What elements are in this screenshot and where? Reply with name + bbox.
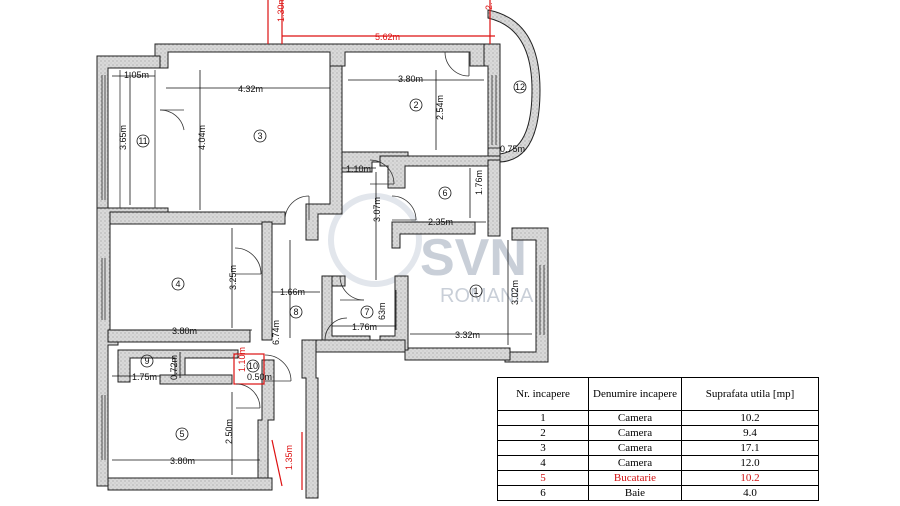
table-row: 1 Camera 10.2 [497,410,819,426]
room-6-label: 6 [442,188,447,198]
dim-254: 2.54m [435,95,445,120]
dim-072: 0.72m [169,355,179,380]
table-row: 6 Baie 4.0 [497,485,819,501]
header-area: Suprafata utila [mp] [681,377,819,411]
header-name: Denumire incapere [588,377,682,411]
room-number-labels: 1 2 3 4 5 6 7 8 9 10 11 12 [138,82,525,439]
doors [159,51,470,409]
dim-050: 0.50m [247,372,272,382]
table-header-row: Nr. incapere Denumire incapere Suprafata… [497,377,819,411]
cell-area: 4.0 [681,485,819,501]
cell-nr: 1 [497,410,589,426]
cell-nr: 4 [497,455,589,471]
watermark-brand: SVN [420,229,527,287]
dim-175: 1.75m [132,372,157,382]
dim-302: 3.02m [510,280,520,305]
dim-250: 2.50m [224,419,234,444]
windows [101,70,545,460]
dim-380-mid: 3.80m [172,326,197,336]
room-9-label: 9 [144,356,149,366]
room-1-label: 1 [473,286,478,296]
dim-176v: 1.76m [474,170,484,195]
dim-380-top: 3.80m [398,74,423,84]
cell-nr: 3 [497,440,589,456]
dimension-lines [112,70,532,475]
cell-area: 10.2 [681,470,819,486]
dim-404: 4.04m [197,125,207,150]
dim-110: 1.10m [346,164,371,174]
room-12-label: 12 [515,82,525,92]
dim-562: 5.62m [375,32,400,42]
dim-325: 3.25m [228,265,238,290]
room-8-label: 8 [293,307,298,317]
cell-nr: 5 [497,470,589,486]
cell-area: 12.0 [681,455,819,471]
room-3-label: 3 [257,131,262,141]
cell-name: Bucatarie [588,470,682,486]
dim-380-bot: 3.80m [170,456,195,466]
cell-area: 9.4 [681,425,819,441]
cell-name: Camera [588,440,682,456]
dim-332: 3.32m [455,330,480,340]
dim-163: 63m [377,302,387,320]
cell-name: Camera [588,410,682,426]
table-row: 2 Camera 9.4 [497,425,819,441]
dim-674: 6.74m [271,320,281,345]
cell-nr: 6 [497,485,589,501]
room-5-label: 5 [179,429,184,439]
dim-235: 2.35m [428,217,453,227]
dim-110s: 1.10m [237,347,247,372]
dim-166: 1.66m [280,287,305,297]
cell-area: 10.2 [681,410,819,426]
table-row: 4 Camera 12.0 [497,455,819,471]
room-area-table: Nr. incapere Denumire incapere Suprafata… [497,377,819,501]
dim-130: 1.30m [276,0,286,22]
cell-area: 17.1 [681,440,819,456]
watermark-country: ROMANIA [440,285,534,307]
room-2-label: 2 [413,100,418,110]
cell-name: Baie [588,485,682,501]
cell-name: Camera [588,425,682,441]
room-10-label: 10 [248,361,258,371]
dim-307: 3.07m [372,197,382,222]
room-11-label: 11 [138,136,147,146]
watermark: SVN ROMANIA [328,193,534,307]
dim-176h: 1.76m [352,322,377,332]
room-7-label: 7 [364,307,369,317]
dim-105: 1.05m [124,70,149,80]
dim-365: 3.65m [118,125,128,150]
table-row-highlighted: 5 Bucatarie 10.2 [497,470,819,486]
header-nr: Nr. incapere [497,377,589,411]
dimension-labels: 1.30m 5.62m 2. 1.05m 4.32m 3.80m 2.54m 3… [118,0,525,470]
dim-2: 2. [484,2,494,10]
red-marks [233,0,495,490]
cell-nr: 2 [497,425,589,441]
cell-name: Camera [588,455,682,471]
room-4-label: 4 [175,279,180,289]
table-row: 3 Camera 17.1 [497,440,819,456]
dim-135: 1.35m [284,445,294,470]
dim-432: 4.32m [238,84,263,94]
dim-075: 0.75m [500,144,525,154]
room-numbers [136,80,527,441]
